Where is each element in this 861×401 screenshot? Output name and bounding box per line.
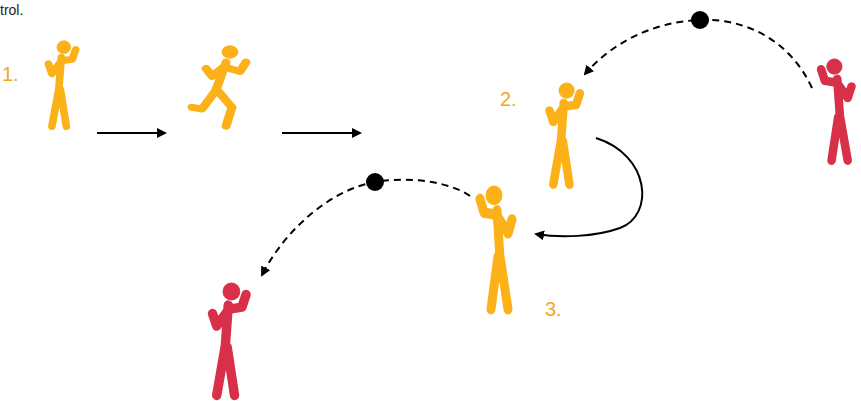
pass-trajectory — [585, 20, 812, 88]
ball — [366, 173, 384, 191]
run-arrow — [282, 132, 360, 134]
pass-trajectory — [262, 180, 470, 275]
running-figure — [192, 46, 246, 126]
cut-off-text: trol. — [0, 2, 23, 18]
ball — [691, 11, 709, 29]
partner-figure — [213, 283, 247, 395]
player-figure — [550, 83, 580, 185]
player-figure — [49, 41, 76, 127]
run-arrow — [97, 132, 165, 134]
player-figure — [480, 186, 512, 309]
partner-figure — [821, 59, 851, 161]
turn-arrow — [536, 138, 642, 236]
callout-number: 1. — [2, 63, 19, 86]
callout-number: 3. — [545, 298, 562, 321]
callout-number: 2. — [500, 88, 517, 111]
